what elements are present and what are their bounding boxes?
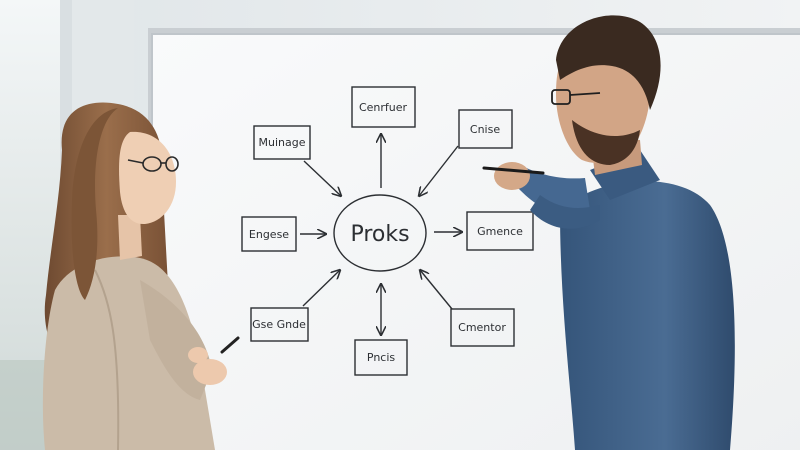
center-node-ellipse — [333, 194, 427, 272]
node-right-box — [466, 211, 534, 251]
node-bottom-right-label: Cmentor — [458, 321, 506, 334]
node-top-right-box — [458, 109, 513, 149]
node-top-left-box — [253, 125, 311, 160]
arrow-bottom-left — [302, 270, 340, 307]
arrow-bottom-right — [420, 270, 453, 310]
pen-icon — [220, 336, 240, 354]
node-bottom-box — [354, 339, 408, 376]
arrow-top-right — [419, 145, 459, 196]
person-man — [482, 15, 735, 450]
node-bottom-left-label: Gse Gnde — [252, 318, 306, 331]
node-left-label: Engese — [249, 228, 289, 241]
node-bottom-right-box — [450, 308, 515, 347]
node-top-right-label: Cnise — [470, 123, 500, 136]
center-node-label: Proks — [350, 222, 409, 247]
node-bottom-left-box — [250, 307, 309, 342]
person-woman — [42, 102, 240, 450]
arrow-top-left — [303, 160, 341, 196]
node-left-box — [241, 216, 297, 252]
node-bottom-label: Pncis — [367, 351, 396, 364]
marker-icon — [482, 166, 545, 175]
mind-map-labels: Proks Cenrfuer Muinage Cnise Engese Gmen… — [249, 101, 523, 364]
mind-map-diagram — [241, 86, 534, 376]
node-right-label: Gmence — [477, 225, 523, 238]
node-top-left-label: Muinage — [259, 136, 306, 149]
node-top-label: Cenrfuer — [359, 101, 408, 114]
node-top-box — [351, 86, 416, 128]
